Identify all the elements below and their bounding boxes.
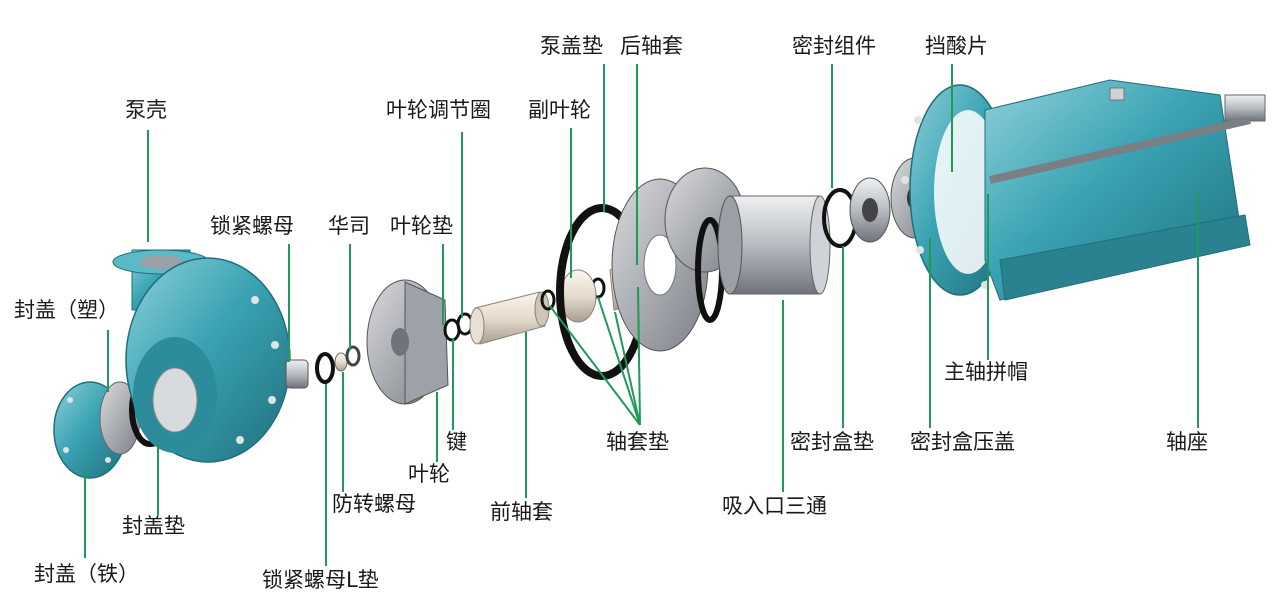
leader-lines — [84, 64, 1199, 566]
label-rear-shaft-sleeve: 后轴套 — [620, 34, 683, 58]
label-lock-nut: 锁紧螺母 — [210, 214, 294, 238]
label-cover-plastic: 封盖（塑） — [14, 298, 119, 322]
label-impeller-gasket: 叶轮垫 — [390, 214, 453, 238]
pump-casing-part — [112, 249, 291, 463]
label-acid-baffle: 挡酸片 — [925, 34, 988, 58]
bearing-seat-part — [901, 79, 1266, 301]
label-seal-assembly: 密封组件 — [792, 34, 876, 58]
label-impeller-adjust-ring: 叶轮调节圈 — [386, 98, 491, 122]
label-cover-gasket: 封盖垫 — [122, 514, 185, 538]
label-seal-box-gasket: 密封盒垫 — [790, 430, 874, 454]
washer-part — [345, 345, 361, 367]
label-shaft-sleeve-gasket: 轴套垫 — [606, 430, 669, 454]
label-washer: 华司 — [328, 214, 370, 238]
seal-assembly-part — [849, 177, 891, 243]
suction-tee-part — [664, 167, 831, 323]
label-auxiliary-impeller: 副叶轮 — [528, 98, 591, 122]
label-anti-rotation-nut: 防转螺母 — [332, 492, 416, 516]
lock-nut-part — [285, 359, 309, 389]
front-shaft-sleeve-part — [469, 291, 550, 345]
lock-nut-l-gasket-part — [315, 352, 335, 384]
anti-rotation-nut-part — [334, 352, 348, 372]
label-pump-cover-gasket: 泵盖垫 — [540, 34, 603, 58]
label-pump-casing: 泵壳 — [125, 98, 167, 122]
label-lock-nut-l-gasket: 锁紧螺母L垫 — [262, 568, 379, 592]
label-main-shaft-cap: 主轴拼帽 — [944, 360, 1028, 384]
label-cover-iron: 封盖（铁） — [34, 562, 139, 586]
label-suction-tee: 吸入口三通 — [722, 494, 827, 518]
label-front-shaft-sleeve: 前轴套 — [490, 500, 553, 524]
label-key: 键 — [446, 430, 467, 454]
label-bearing-seat: 轴座 — [1166, 430, 1208, 454]
label-seal-box-gland: 密封盒压盖 — [910, 430, 1015, 454]
impeller-part — [366, 279, 449, 405]
label-impeller: 叶轮 — [408, 462, 450, 486]
